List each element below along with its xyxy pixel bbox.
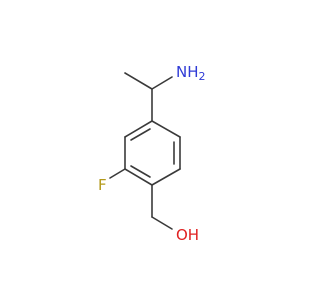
hydroxyl-label-main: OH (176, 226, 199, 244)
amine-label: NH2 (176, 63, 206, 84)
ring-double-bond-inner-1 (130, 128, 151, 141)
structure-diagram: NH2 F OH (98, 63, 206, 244)
ring-bond-c1-c2 (124, 120, 153, 138)
bond-ch2-to-hydroxyl (151, 216, 173, 230)
amine-label-subscript: 2 (199, 70, 206, 83)
bond-ring-to-fluorine (109, 168, 126, 179)
bond-ch-to-amine (151, 76, 173, 90)
ring-bond-c3-c4 (124, 168, 153, 186)
bond-ch-to-methyl (124, 72, 153, 90)
hydroxyl-label: OH (176, 226, 199, 244)
fluorine-label-main: F (98, 176, 107, 194)
ring-double-bond-inner-2 (130, 165, 151, 178)
amine-label-main: NH (176, 63, 199, 81)
molecule-drawing: NH2 F OH (98, 63, 206, 244)
ring-bond-c6-c1 (151, 120, 181, 138)
fluorine-label: F (98, 176, 107, 194)
ring-bond-c4-c5 (151, 168, 181, 186)
